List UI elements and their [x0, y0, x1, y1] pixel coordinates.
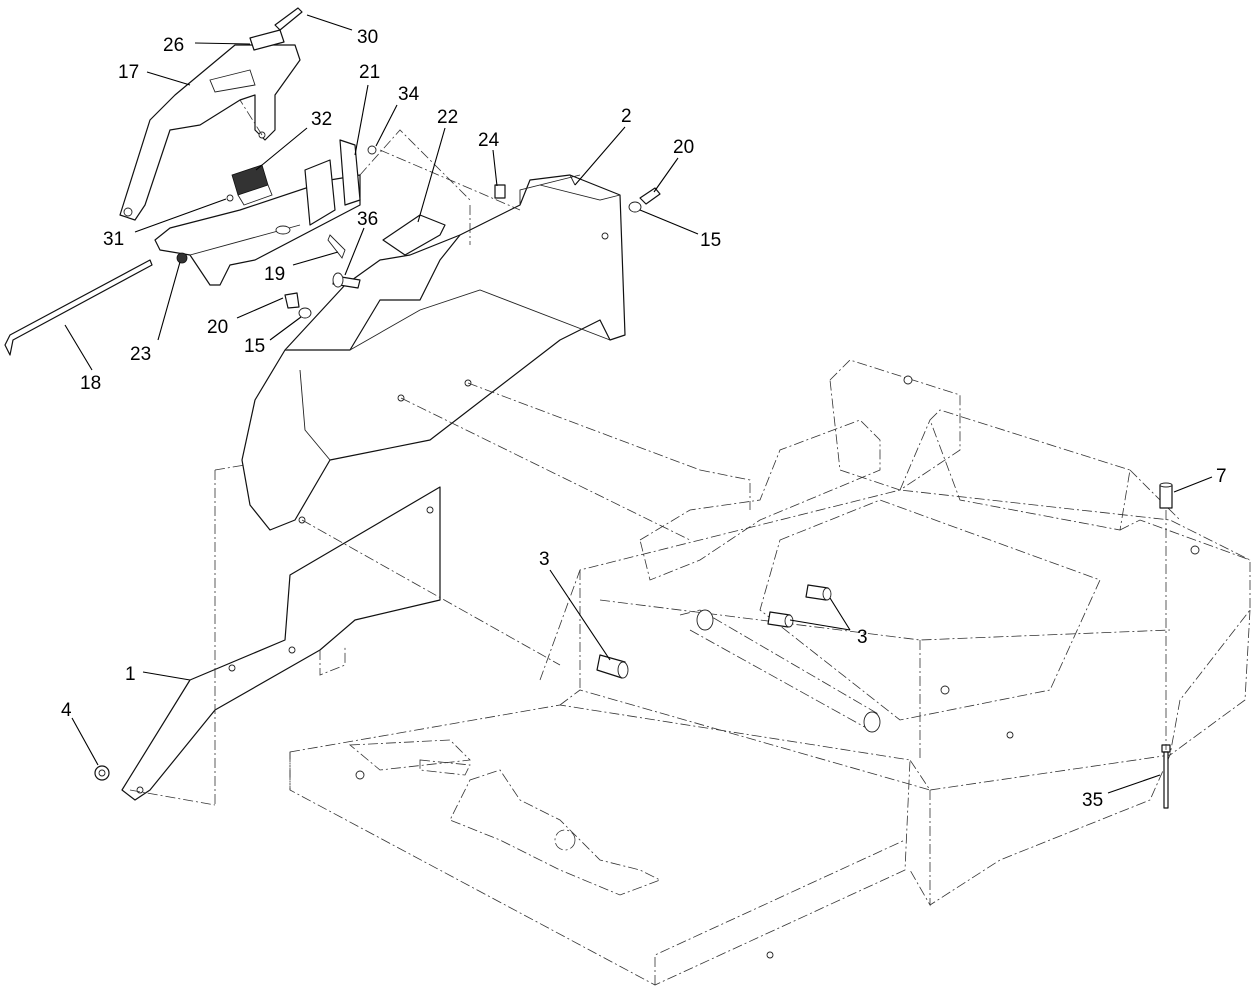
- callout-15-top: 15: [700, 230, 721, 251]
- callout-2: 2: [621, 106, 632, 127]
- callout-17: 17: [118, 62, 139, 83]
- hardware: [94, 145, 1173, 809]
- callout-36: 36: [357, 209, 378, 230]
- callout-35: 35: [1082, 790, 1103, 811]
- chassis-frame: [289, 359, 1251, 986]
- callout-24: 24: [478, 130, 500, 151]
- control-rod: [4, 259, 153, 356]
- switch-block: [231, 164, 273, 206]
- console-tower: [241, 174, 626, 531]
- callout-4: 4: [61, 700, 72, 721]
- callout-30: 30: [357, 27, 378, 48]
- callout-7: 7: [1216, 466, 1227, 487]
- callout-20-top: 20: [673, 137, 694, 158]
- callout-31: 31: [103, 229, 124, 250]
- mount-bracket: [154, 139, 361, 286]
- callout-15-lower: 15: [244, 336, 265, 357]
- callout-22: 22: [437, 107, 458, 128]
- callout-3-left: 3: [539, 549, 550, 570]
- callout-18: 18: [80, 373, 101, 394]
- callout-23: 23: [130, 344, 151, 365]
- side-plate: [121, 464, 441, 805]
- leader-lines: [64, 14, 1213, 794]
- callout-20-lower: 20: [207, 317, 228, 338]
- callout-1: 1: [125, 664, 136, 685]
- callout-labels: 30 26 17 21 34 32 22 24 2 20 15 31 36 19…: [61, 27, 1227, 811]
- handle-bar: [119, 7, 303, 221]
- callout-34: 34: [398, 84, 420, 105]
- callout-3-right: 3: [857, 627, 868, 648]
- callout-21: 21: [359, 62, 380, 83]
- callout-26: 26: [163, 35, 184, 56]
- callout-19: 19: [264, 264, 285, 285]
- callout-32: 32: [311, 109, 332, 130]
- alignment-lines: [129, 99, 1167, 806]
